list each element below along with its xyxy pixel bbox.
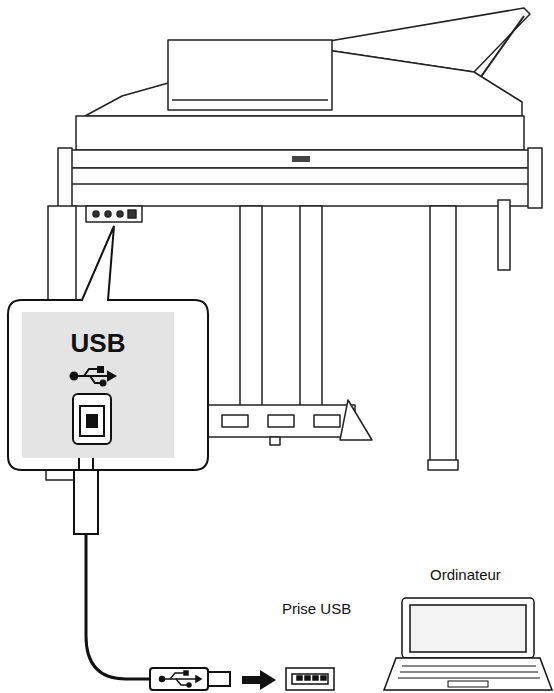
key-slip bbox=[70, 150, 530, 168]
front-rail bbox=[64, 168, 536, 206]
lyre-brace bbox=[340, 400, 372, 440]
pedal-box bbox=[205, 405, 355, 437]
insert-arrow bbox=[242, 670, 276, 690]
usb-cable bbox=[86, 534, 150, 679]
lyre-post bbox=[300, 206, 322, 410]
rear-leg bbox=[498, 200, 510, 270]
computer-label: Ordinateur bbox=[428, 566, 503, 583]
usb-icons bbox=[22, 362, 162, 454]
usb-a-plug-tip bbox=[208, 672, 230, 686]
music-stand bbox=[168, 40, 332, 110]
lyre-post bbox=[240, 206, 262, 410]
cable-plug-tip bbox=[79, 456, 93, 470]
cheek bbox=[528, 148, 542, 208]
usb-a-plug bbox=[150, 668, 208, 690]
callout-outline bbox=[8, 226, 208, 470]
port-name: USB bbox=[22, 328, 174, 358]
brand-logo bbox=[292, 156, 310, 162]
usb-socket bbox=[286, 668, 334, 690]
piano-leg bbox=[430, 206, 456, 468]
laptop bbox=[384, 598, 552, 690]
socket-label: Prise USB bbox=[280, 600, 353, 617]
usb-callout-box: USB bbox=[22, 312, 174, 458]
port-panel bbox=[86, 206, 142, 222]
cheek bbox=[58, 148, 72, 208]
cable-plug bbox=[74, 470, 98, 534]
fallboard bbox=[76, 116, 524, 150]
